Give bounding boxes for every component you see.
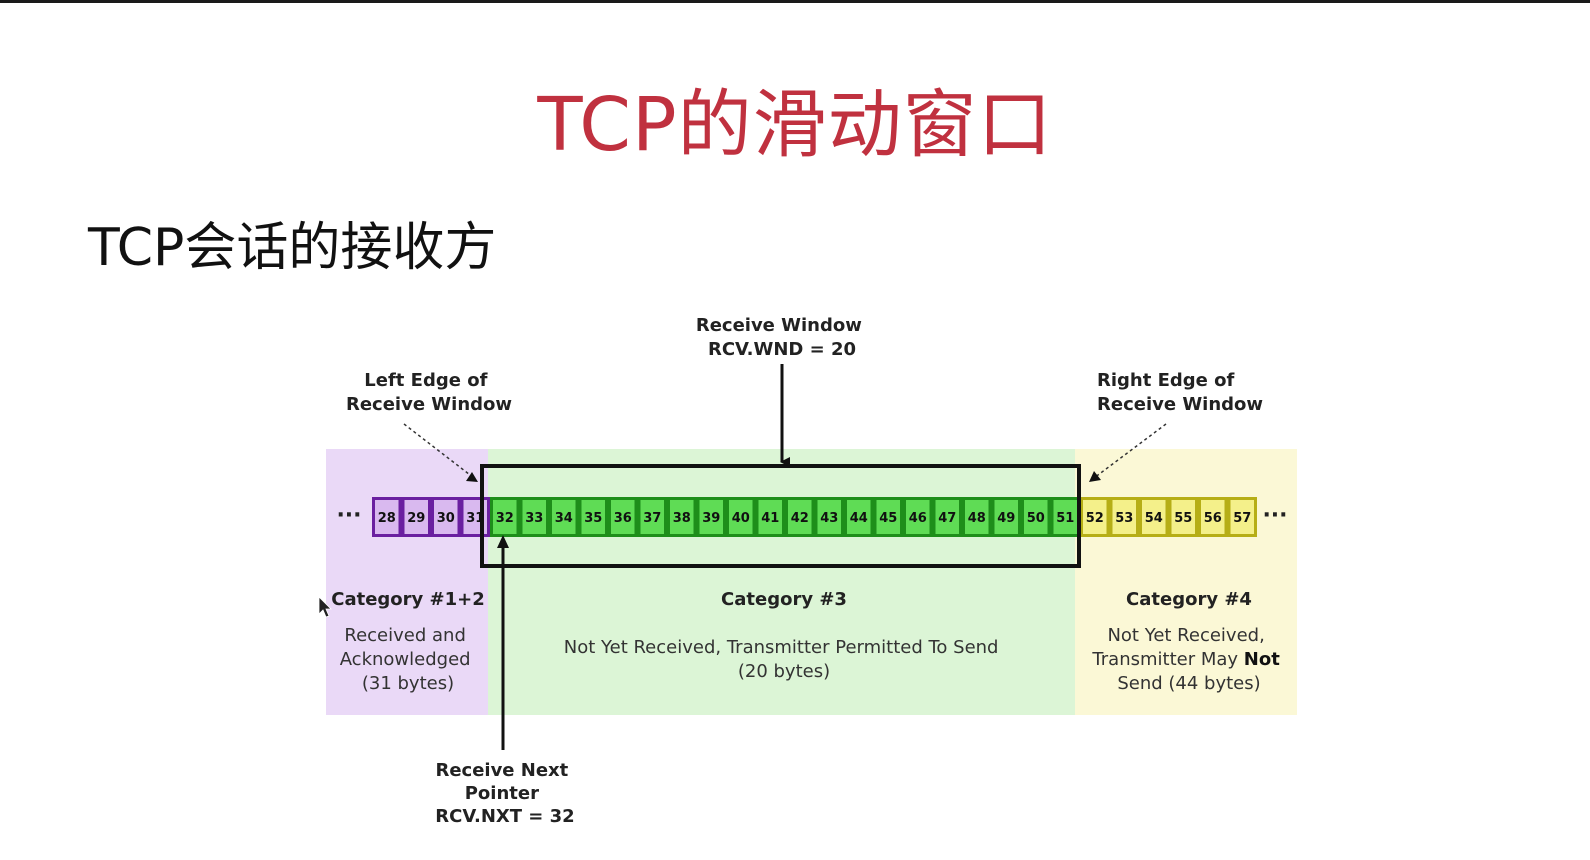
category-3-background: [488, 449, 1075, 715]
byte-cell-fill-54: [1142, 500, 1166, 534]
byte-cell-fill-43: [817, 500, 841, 534]
top-border: [0, 0, 1590, 3]
byte-number-44: 44: [850, 511, 868, 526]
byte-number-28: 28: [378, 511, 396, 526]
slide-title: TCP的滑动窗口: [537, 82, 1053, 168]
left-edge-label: Left Edge of Receive Window: [346, 370, 512, 415]
byte-cell-fill-53: [1112, 500, 1136, 534]
byte-number-41: 41: [761, 511, 779, 526]
right-edge-arrowhead: [1089, 471, 1101, 482]
right-edge-label: Right Edge of Receive Window: [1097, 370, 1263, 415]
byte-cell-fill-47: [935, 500, 959, 534]
receive-next-label: Receive Next Pointer RCV.NXT = 32: [435, 760, 574, 827]
byte-number-36: 36: [614, 511, 632, 526]
byte-number-43: 43: [820, 511, 838, 526]
category-3-description: Not Yet Received, Transmitter Permitted …: [564, 637, 1004, 682]
category-4-title: Category #4: [1126, 589, 1252, 610]
byte-number-39: 39: [702, 511, 720, 526]
byte-number-29: 29: [407, 511, 425, 526]
byte-cell-fill-48: [965, 500, 989, 534]
byte-cell-fill-33: [522, 500, 546, 534]
category-1-2-background: [326, 449, 488, 715]
byte-number-56: 56: [1204, 511, 1222, 526]
byte-cell-fill-50: [1024, 500, 1048, 534]
byte-cell-fill-39: [699, 500, 723, 534]
byte-number-37: 37: [643, 511, 661, 526]
byte-cell-fill-42: [788, 500, 812, 534]
category-1-2-title: Category #1+2: [331, 589, 485, 610]
byte-cell-fill-37: [640, 500, 664, 534]
byte-cell-fill-29: [404, 500, 428, 534]
right-edge-arrow: [1093, 423, 1167, 479]
byte-cell-fill-57: [1230, 500, 1254, 534]
byte-cell-fill-44: [847, 500, 871, 534]
byte-number-40: 40: [732, 511, 750, 526]
category-4-background: [1075, 449, 1297, 715]
byte-cell-fill-28: [375, 500, 399, 534]
byte-cells: 28 29 30 31 32 33 34 35 36 37 38 39 40 41 42 43 44 45 46 47…: [372, 497, 1257, 537]
byte-number-50: 50: [1027, 511, 1045, 526]
byte-cell-fill-40: [729, 500, 753, 534]
byte-cell-fill-38: [670, 500, 694, 534]
byte-cell-fill-36: [611, 500, 635, 534]
left-edge-arrowhead: [466, 472, 478, 482]
receive-window-label: Receive Window RCV.WND = 20: [696, 315, 868, 360]
category-4-description: Not Yet Received, Transmitter May Not Se…: [1091, 625, 1285, 694]
mouse-cursor-icon: [318, 596, 332, 618]
byte-number-57: 57: [1233, 511, 1251, 526]
byte-cell-fill-46: [906, 500, 930, 534]
byte-number-46: 46: [909, 511, 927, 526]
byte-number-38: 38: [673, 511, 691, 526]
receive-next-arrowhead: [497, 535, 509, 548]
byte-number-31: 31: [466, 511, 484, 526]
byte-number-47: 47: [938, 511, 956, 526]
byte-cell-fill-30: [434, 500, 458, 534]
byte-number-35: 35: [584, 511, 602, 526]
byte-cell-fill-49: [994, 500, 1018, 534]
byte-number-51: 51: [1056, 511, 1074, 526]
byte-cell-fill-34: [552, 500, 576, 534]
byte-number-48: 48: [968, 511, 986, 526]
byte-number-49: 49: [997, 511, 1015, 526]
right-ellipsis: ···: [1262, 503, 1287, 528]
category-1-2-description: Received and Acknowledged (31 bytes): [340, 625, 477, 694]
byte-number-30: 30: [437, 511, 455, 526]
byte-cell-fill-35: [581, 500, 605, 534]
left-edge-arrow: [403, 423, 475, 479]
slide-subtitle: TCP会话的接收方: [88, 218, 497, 278]
byte-cell-fill-45: [876, 500, 900, 534]
byte-number-55: 55: [1174, 511, 1192, 526]
byte-cell-fill-41: [758, 500, 782, 534]
byte-cell-fill-52: [1083, 500, 1107, 534]
byte-cell-fill-32: [493, 500, 517, 534]
byte-number-33: 33: [525, 511, 543, 526]
byte-number-32: 32: [496, 511, 514, 526]
byte-number-34: 34: [555, 511, 573, 526]
byte-number-53: 53: [1115, 511, 1133, 526]
byte-number-52: 52: [1086, 511, 1104, 526]
byte-number-45: 45: [879, 511, 897, 526]
category-3-title: Category #3: [721, 589, 847, 610]
byte-number-42: 42: [791, 511, 809, 526]
byte-cell-fill-55: [1171, 500, 1195, 534]
byte-cell-fill-56: [1201, 500, 1225, 534]
byte-number-54: 54: [1145, 511, 1163, 526]
byte-cell-fill-51: [1053, 500, 1077, 534]
left-ellipsis: ···: [336, 503, 361, 528]
